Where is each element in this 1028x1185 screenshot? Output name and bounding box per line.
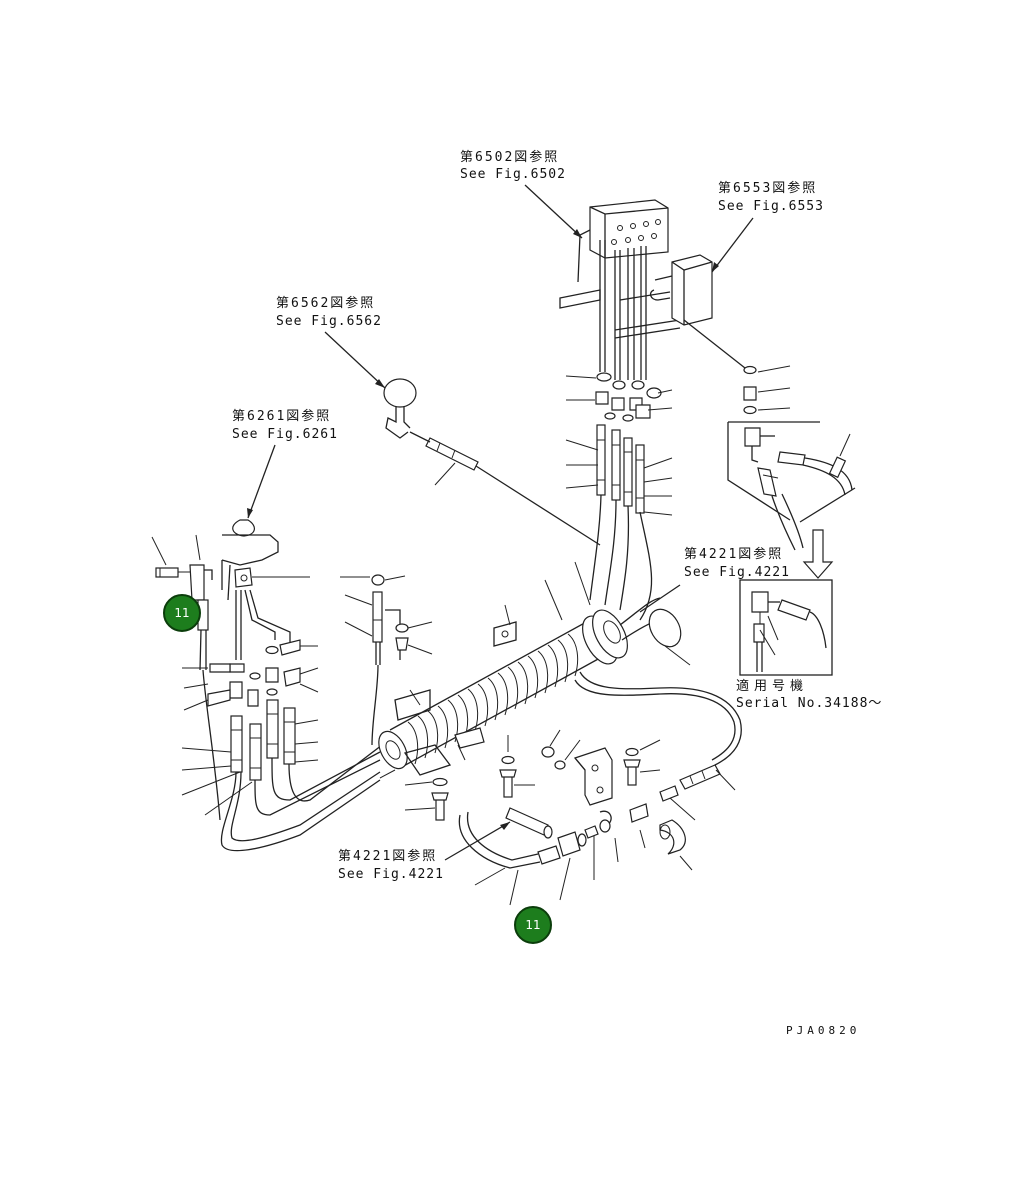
- leader-6502: [524, 184, 583, 239]
- ref-4221-bottom-jp: 第4221図参照: [338, 849, 438, 864]
- leader-6553: [711, 217, 754, 273]
- ref-6562-jp: 第6562図参照: [276, 296, 376, 311]
- ref-6502-en[interactable]: See Fig.6502: [460, 167, 566, 182]
- ref-4221-bottom-en[interactable]: See Fig.4221: [338, 867, 444, 882]
- ref-4221-right-en[interactable]: See Fig.4221: [684, 565, 790, 580]
- serial-note-jp: 適用号機: [736, 679, 809, 694]
- return-hose: [574, 671, 742, 821]
- marker-left[interactable]: 11: [163, 594, 201, 632]
- ref-6502-jp: 第6502図参照: [460, 150, 560, 165]
- ref-6553-en[interactable]: See Fig.6553: [718, 199, 824, 214]
- spiral-hose-bundle: [378, 597, 682, 776]
- pilot-tube-bundle: [599, 240, 647, 380]
- bracket-assembly: [541, 729, 693, 880]
- bottom-hose: [444, 807, 587, 906]
- hose-assemblies-upper: [589, 424, 653, 621]
- right-fittings: [727, 365, 856, 551]
- drawing-code: PJA0820: [786, 1024, 861, 1037]
- upper-leader-lines: [565, 375, 673, 516]
- left-hose-routing: [202, 669, 383, 852]
- serial-note-en: Serial No.34188〜: [736, 696, 883, 711]
- bolts-center: [404, 735, 535, 821]
- upper-fittings: [595, 372, 662, 422]
- ref-4221-right-jp: 第4221図参照: [684, 547, 784, 562]
- pilot-valve-block: [649, 254, 746, 369]
- inset-arrow: [802, 529, 834, 579]
- ref-6261-en[interactable]: See Fig.6261: [232, 427, 338, 442]
- left-lever-valve: [151, 444, 310, 671]
- serial-inset-box: [739, 579, 833, 676]
- bundle-leaders: [379, 561, 691, 779]
- marker-bottom[interactable]: 11: [514, 906, 552, 944]
- ref-6553-jp: 第6553図参照: [718, 181, 818, 196]
- ref-6562-en[interactable]: See Fig.6562: [276, 314, 382, 329]
- joystick-lever: [324, 331, 601, 546]
- center-hoses: [340, 574, 433, 746]
- ref-6261-jp: 第6261図参照: [232, 409, 332, 424]
